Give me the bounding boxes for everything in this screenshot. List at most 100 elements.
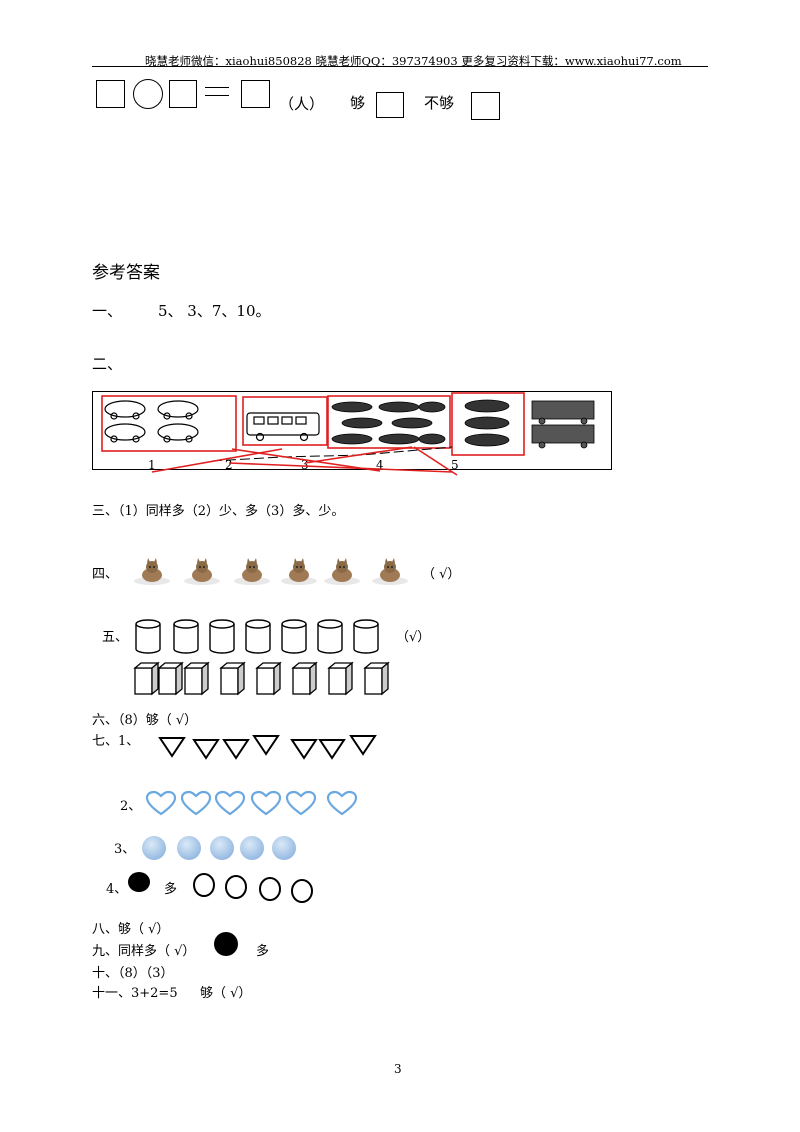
q1-label: 一、 <box>92 302 123 320</box>
q4-label: 四、 <box>92 567 119 582</box>
cylinder-icon <box>135 619 161 654</box>
q4-mark: （ √） <box>422 567 461 582</box>
q7-sub2-label: 2、 <box>120 799 142 814</box>
cylinder-icon <box>245 619 271 654</box>
cat-icon <box>281 558 317 585</box>
open-circle-icon <box>193 873 215 897</box>
equation-box-2 <box>169 80 197 108</box>
enough-box <box>376 92 404 118</box>
q2-red-match-lines <box>151 446 458 476</box>
cube-icon <box>158 662 183 695</box>
q2-label: 二、 <box>92 355 123 373</box>
cat-icon <box>184 558 220 585</box>
q10-answer: 十、（8）（3） <box>92 966 174 981</box>
q11-label: 十一、3+2=5 <box>92 986 178 1001</box>
open-circle-row <box>192 872 316 904</box>
q2-number-3: 3 <box>301 458 309 472</box>
truck-icons <box>531 400 595 449</box>
cube-icon <box>220 662 245 695</box>
blue-circle-row <box>142 834 302 862</box>
not-enough-label: 不够 <box>424 94 455 112</box>
cylinder-icon <box>281 619 307 654</box>
heart-icon <box>250 790 282 816</box>
equation-circle <box>133 79 163 109</box>
heart-row-svg <box>145 790 358 816</box>
heart-icon <box>180 790 212 816</box>
equation-result-box <box>241 80 270 108</box>
open-circle-icon <box>225 875 247 899</box>
blue-circle-icon <box>177 836 201 860</box>
cylinder-icon <box>353 619 379 654</box>
blue-circle-icon <box>240 836 264 860</box>
bus-icon <box>246 412 320 442</box>
q2-number-2: 2 <box>225 458 233 472</box>
black-dot-icon <box>128 872 150 892</box>
blue-circle-row-svg <box>142 836 296 860</box>
cube-icon <box>328 662 353 695</box>
heart-row <box>145 790 358 816</box>
cube-icon <box>134 662 159 695</box>
q11-answer: 够（ √） <box>200 986 252 1001</box>
triangle-row-svg <box>158 735 377 760</box>
page-header: 晓慧老师微信：xiaohui850828 晓慧老师QQ：397374903 更多… <box>145 54 682 68</box>
equation-box-1 <box>96 80 125 108</box>
cube-icon <box>256 662 281 695</box>
cube-icon <box>292 662 317 695</box>
cat-icon <box>324 558 360 585</box>
enough-label: 够 <box>350 94 366 112</box>
cat-icon <box>134 558 170 585</box>
cube-row-svg <box>134 662 389 695</box>
cube-icon <box>364 662 389 695</box>
q2-matching-figure: 1 2 3 4 5 <box>92 391 612 476</box>
cat-icon <box>234 558 270 585</box>
blue-circle-icon <box>210 836 234 860</box>
q7-label: 七、1、 <box>92 734 140 749</box>
q1-answer: 5、 3、7、10。 <box>158 302 271 320</box>
triangle-icon <box>222 739 250 760</box>
motorbike-icons-boxed <box>464 399 510 447</box>
equals-sign-top <box>205 87 229 88</box>
heart-icon <box>285 790 317 816</box>
triangle-icon <box>192 739 220 760</box>
q2-figure-svg: 1 2 3 4 5 <box>92 391 612 476</box>
blue-circle-icon <box>272 836 296 860</box>
q2-dashed-line <box>211 446 453 462</box>
cat-icon <box>372 558 408 585</box>
q9-more-label: 多 <box>256 944 270 959</box>
q5-mark: （√） <box>396 630 431 645</box>
car-icons <box>104 400 199 443</box>
q7-more-label: 多 <box>164 882 178 897</box>
q5-label: 五、 <box>102 630 129 645</box>
triangle-icon <box>158 737 186 758</box>
blue-circle-icon <box>142 836 166 860</box>
black-dot-icon <box>214 932 238 956</box>
q7-sub3-label: 3、 <box>114 842 136 857</box>
triangle-icon <box>318 739 346 760</box>
cylinder-row <box>132 618 402 656</box>
motorbike-icons <box>331 401 446 445</box>
cylinder-row-svg <box>135 619 379 654</box>
triangle-icon <box>349 735 377 756</box>
cylinder-icon <box>317 619 343 654</box>
q9-answer: 九、同样多（ √） <box>92 944 196 959</box>
heart-icon <box>145 790 177 816</box>
q2-number-5: 5 <box>451 458 459 472</box>
triangle-icon <box>290 739 318 760</box>
triangle-row <box>158 732 380 760</box>
not-enough-box <box>471 92 500 120</box>
cat-row <box>132 556 412 586</box>
heart-icon <box>326 790 358 816</box>
open-circle-row-svg <box>193 873 313 903</box>
cube-icon <box>184 662 209 695</box>
cylinder-icon <box>209 619 235 654</box>
q8-answer: 八、够（ √） <box>92 922 170 937</box>
page-number: 3 <box>394 1062 402 1076</box>
answers-title: 参考答案 <box>92 263 160 283</box>
cat-row-svg <box>134 558 408 585</box>
heart-icon <box>214 790 246 816</box>
header-rule <box>92 66 708 67</box>
triangle-icon <box>252 735 280 756</box>
cylinder-icon <box>173 619 199 654</box>
q2-number-4: 4 <box>376 458 384 472</box>
open-circle-icon <box>291 879 313 903</box>
